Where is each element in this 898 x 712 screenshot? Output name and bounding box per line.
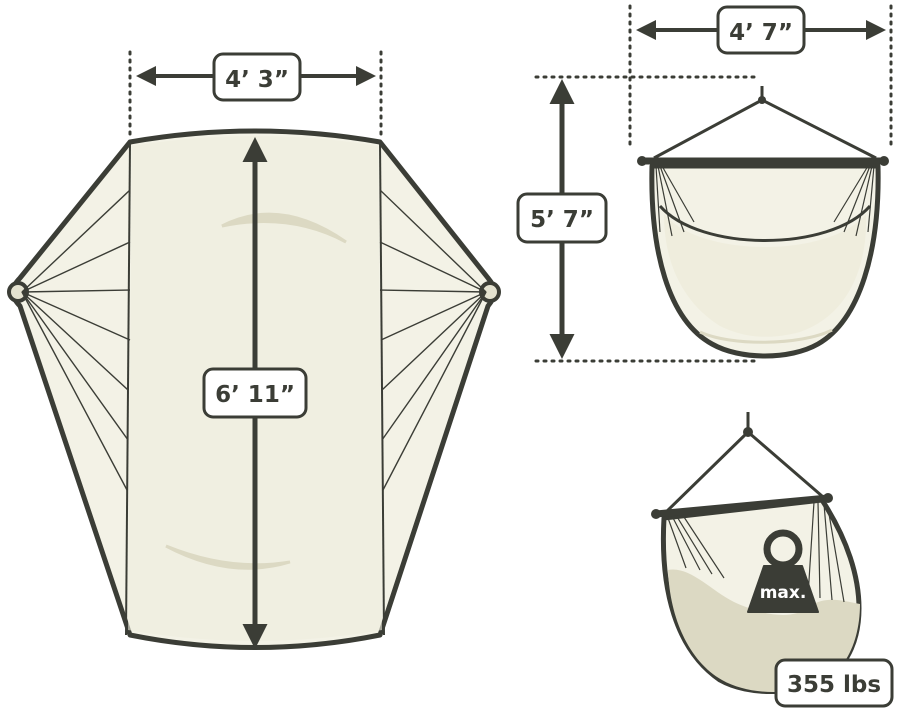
hammock-width-dimension: 4’ 3” xyxy=(128,50,383,136)
chair-bottom-fold xyxy=(699,328,833,344)
hammock-length-label: 6’ 11” xyxy=(215,382,295,408)
loaded-chair-spreader-bar xyxy=(652,494,832,518)
hammock-right-end xyxy=(379,189,501,491)
load-capacity-label: 355 lbs xyxy=(787,672,881,698)
hammock-chair-view: 4’ 7” 5’ 7” xyxy=(516,4,893,363)
chair-height-dimension: 5’ 7” xyxy=(516,79,608,359)
chair-height-label: 5’ 7” xyxy=(530,207,594,233)
chair-width-label: 4’ 7” xyxy=(729,20,793,46)
hammock-panel-right xyxy=(379,141,385,636)
hammock-length-dimension: 6’ 11” xyxy=(202,137,308,649)
weight-icon: max. xyxy=(747,529,819,613)
chair-inner-shade xyxy=(664,214,867,337)
hammock-panel-left xyxy=(125,141,131,636)
hammock-left-end xyxy=(7,189,131,491)
chair-hanging-rope xyxy=(653,86,877,160)
load-capacity-view: max. 355 lbs xyxy=(651,412,894,708)
chair-seat-fold xyxy=(658,205,872,242)
hammock-top-view: 4’ 3” 6’ 11” xyxy=(7,50,501,650)
hammock-width-label: 4’ 3” xyxy=(225,67,289,93)
chair-width-dimension: 4’ 7” xyxy=(636,5,886,55)
weight-label: max. xyxy=(760,583,807,603)
fabric-crease-bottom xyxy=(165,544,291,570)
